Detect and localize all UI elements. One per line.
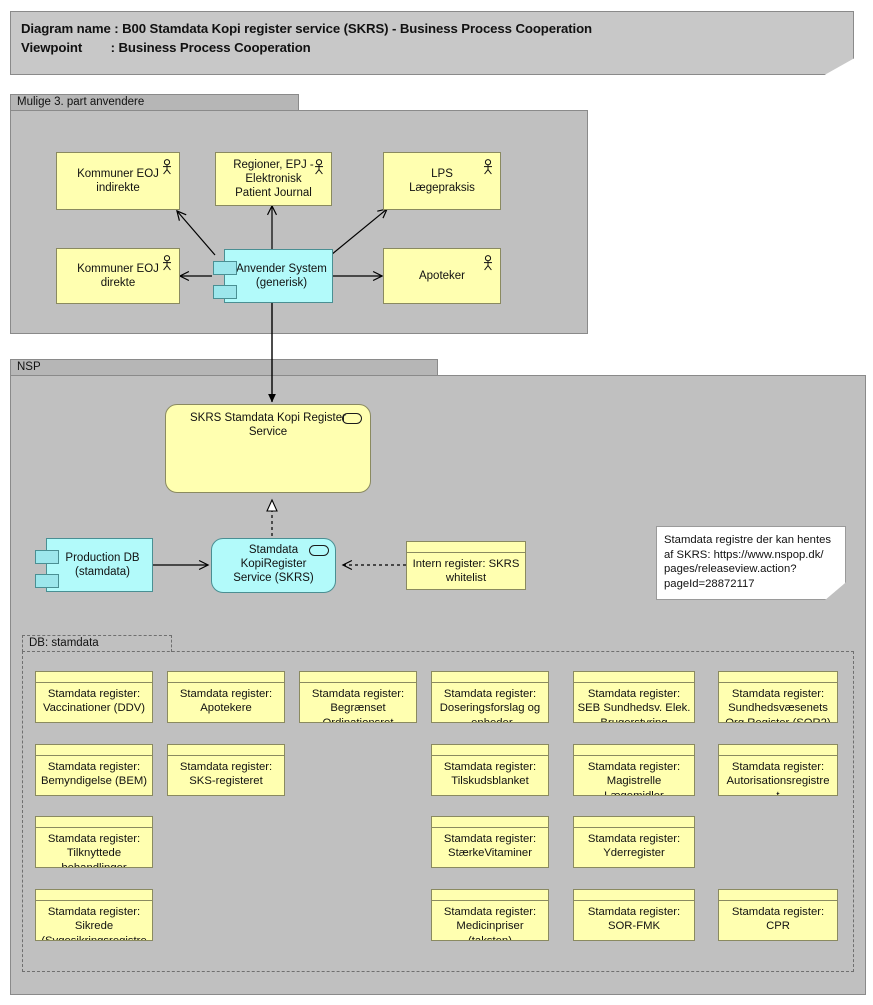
data-object-header-band (719, 745, 837, 756)
data-object-register[interactable]: Stamdata register: Sikrede (Sygesikrings… (35, 889, 153, 941)
component-label: Production DB (stamdata) (65, 552, 140, 578)
data-object-header-band (432, 890, 548, 901)
actor-apoteker[interactable]: Apoteker (383, 248, 501, 304)
component-tab-lower-icon (213, 285, 237, 299)
data-object-register[interactable]: Stamdata register: SOR-FMK (573, 889, 695, 941)
service-label: SKRS Stamdata Kopi Register Service (190, 412, 346, 438)
data-object-register[interactable]: Stamdata register: Tilknyttede behandlin… (35, 816, 153, 868)
data-object-header-band (574, 817, 694, 828)
service-stamdata-kopiregister-skrs[interactable]: Stamdata KopiRegister Service (SKRS) (211, 538, 336, 593)
data-object-register[interactable]: Stamdata register: Yderregister (573, 816, 695, 868)
data-object-label: Stamdata register: Yderregister (587, 833, 681, 860)
actor-kommuner-eoj-direkte[interactable]: Kommuner EOJ direkte (56, 248, 180, 304)
actor-label: Kommuner EOJ indirekte (77, 168, 159, 194)
data-object-header-band (407, 542, 525, 553)
data-object-register[interactable]: Stamdata register: Doseringsforslag og -… (431, 671, 549, 723)
data-object-label: Stamdata register: SOR-FMK (587, 906, 681, 933)
component-label: Anvender System (generisk) (236, 263, 327, 289)
component-production-db[interactable]: Production DB (stamdata) (35, 538, 153, 592)
data-object-register[interactable]: Stamdata register: Autorisationsregistre… (718, 744, 838, 796)
data-object-label: Stamdata register: Bemyndigelse (BEM) (40, 761, 148, 788)
actor-label: Apoteker (418, 270, 466, 282)
data-object-label: Stamdata register: Tilskudsblanket (443, 761, 537, 788)
service-oval-icon (309, 545, 329, 556)
actor-label: Regioner, EPJ - Elektronisk Patient Jour… (233, 159, 314, 199)
data-object-label: Stamdata register: Sikrede (Sygesikrings… (41, 906, 147, 941)
data-object-label: Stamdata register: CPR (731, 906, 825, 933)
actor-icon (484, 159, 492, 175)
data-object-label: Stamdata register: Magistrelle Lægemidle… (587, 761, 681, 796)
data-object-register[interactable]: Stamdata register: SEB Sundhedsv. Elek. … (573, 671, 695, 723)
actor-icon (163, 255, 171, 271)
data-object-register[interactable]: Stamdata register: Tilskudsblanket (431, 744, 549, 796)
data-object-register[interactable]: Stamdata register: Bemyndigelse (BEM) (35, 744, 153, 796)
actor-label: LPS Lægepraksis (409, 168, 475, 194)
group-third-party-tab: Mulige 3. part anvendere (10, 94, 299, 111)
diagram-title-note: Diagram name : B00 Stamdata Kopi registe… (10, 11, 854, 75)
actor-icon (315, 159, 323, 175)
actor-kommuner-eoj-indirekte[interactable]: Kommuner EOJ indirekte (56, 152, 180, 210)
data-object-header-band (432, 817, 548, 828)
data-object-register[interactable]: Stamdata register: Begrænset Ordinations… (299, 671, 417, 723)
data-object-header-band (574, 745, 694, 756)
actor-lps-laegepraksis[interactable]: LPS Lægepraksis (383, 152, 501, 210)
data-object-register[interactable]: Stamdata register: Vaccinationer (DDV) (35, 671, 153, 723)
data-object-header-band (432, 745, 548, 756)
diagram-name-line: Diagram name : B00 Stamdata Kopi registe… (21, 21, 593, 36)
data-object-label: Stamdata register: Doseringsforslag og -… (439, 688, 541, 723)
data-object-register[interactable]: Stamdata register: Apotekere (167, 671, 285, 723)
data-object-label: Stamdata register: Begrænset Ordinations… (311, 688, 405, 723)
component-tab-upper-icon (213, 261, 237, 275)
data-object-intern-register-skrs-whitelist[interactable]: Intern register: SKRS whitelist (406, 541, 526, 590)
viewpoint-line: Viewpoint : Business Process Cooperation (21, 40, 311, 55)
data-object-label: Intern register: SKRS whitelist (412, 558, 520, 585)
component-anvender-system[interactable]: Anvender System (generisk) (213, 249, 333, 303)
data-object-label: Stamdata register: Vaccinationer (DDV) (42, 688, 146, 715)
subgroup-db-stamdata-title: DB: stamdata (29, 637, 99, 649)
data-object-header-band (719, 890, 837, 901)
actor-regioner-epj[interactable]: Regioner, EPJ - Elektronisk Patient Jour… (215, 152, 332, 206)
actor-icon (163, 159, 171, 175)
data-object-label: Stamdata register: Autorisationsregistre… (726, 761, 830, 796)
subgroup-db-stamdata[interactable]: DB: stamdata (22, 635, 854, 972)
service-skrs-stamdata-kopi-register[interactable]: SKRS Stamdata Kopi Register Service (165, 404, 371, 493)
component-tab-upper-icon (35, 550, 59, 564)
data-object-header-band (36, 745, 152, 756)
data-object-header-band (36, 890, 152, 901)
service-oval-icon (342, 413, 362, 424)
actor-icon (484, 255, 492, 271)
data-object-header-band (36, 817, 152, 828)
data-object-register[interactable]: Stamdata register: Medicinpriser (takste… (431, 889, 549, 941)
data-object-header-band (574, 672, 694, 683)
data-object-header-band (300, 672, 416, 683)
actor-label: Kommuner EOJ direkte (77, 263, 159, 289)
data-object-header-band (719, 672, 837, 683)
service-label: Stamdata KopiRegister Service (SKRS) (233, 544, 314, 584)
data-object-header-band (168, 745, 284, 756)
data-object-register[interactable]: Stamdata register: CPR (718, 889, 838, 941)
note-stamdata-registre-source[interactable]: Stamdata registre der kan hentes af SKRS… (656, 526, 846, 600)
data-object-label: Stamdata register: SKS-registeret (179, 761, 273, 788)
component-tab-lower-icon (35, 574, 59, 588)
data-object-register[interactable]: Stamdata register: Magistrelle Lægemidle… (573, 744, 695, 796)
data-object-label: Stamdata register: Sundhedsvæsenets Org … (725, 688, 831, 723)
data-object-register[interactable]: Stamdata register: StærkeVitaminer (431, 816, 549, 868)
group-nsp-tab: NSP (10, 359, 438, 376)
data-object-header-band (574, 890, 694, 901)
subgroup-db-stamdata-tab: DB: stamdata (22, 635, 172, 652)
data-object-label: Stamdata register: SEB Sundhedsv. Elek. … (577, 688, 691, 723)
data-object-label: Stamdata register: Apotekere (179, 688, 273, 715)
data-object-header-band (36, 672, 152, 683)
group-third-party-title: Mulige 3. part anvendere (17, 96, 145, 108)
data-object-header-band (168, 672, 284, 683)
data-object-label: Stamdata register: Tilknyttede behandlin… (47, 833, 141, 868)
subgroup-db-stamdata-body (22, 651, 854, 972)
data-object-header-band (432, 672, 548, 683)
group-nsp-title: NSP (17, 361, 41, 373)
data-object-label: Stamdata register: StærkeVitaminer (443, 833, 537, 860)
data-object-register[interactable]: Stamdata register: SKS-registeret (167, 744, 285, 796)
data-object-register[interactable]: Stamdata register: Sundhedsvæsenets Org … (718, 671, 838, 723)
note-text: Stamdata registre der kan hentes af SKRS… (664, 534, 832, 590)
data-object-label: Stamdata register: Medicinpriser (takste… (443, 906, 537, 941)
